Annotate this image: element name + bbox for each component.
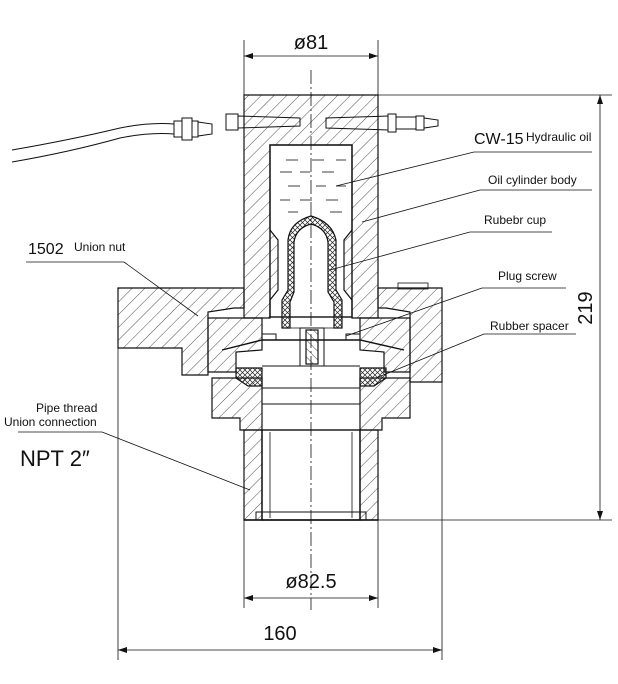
dimension-top-diameter: ø81	[243, 32, 379, 95]
callouts-left: 1502 Union nut Pipe thread Union connect…	[4, 240, 251, 491]
union-nut-label: Union nut	[74, 240, 126, 254]
hydraulic-oil-label: Hydraulic oil	[526, 130, 591, 144]
npt-label: NPT 2″	[20, 446, 90, 471]
overall-width-label: 160	[263, 623, 296, 645]
rubber-cup	[281, 215, 343, 329]
union-nut-code-label: 1502	[28, 241, 64, 258]
cable-connector	[11, 113, 439, 163]
plug-screw-label: Plug screw	[498, 269, 557, 283]
dimension-bottom-diameter: ø82.5	[243, 520, 379, 608]
rubber-cup-label: Rubebr cup	[484, 213, 546, 227]
rubber-spacer	[235, 367, 387, 387]
cw15-label: CW-15	[474, 131, 524, 148]
dimension-height: 219	[378, 94, 612, 521]
height-label: 219	[575, 291, 597, 324]
union-connection-label: Union connection	[4, 415, 97, 429]
dimension-overall-width: 160	[117, 348, 443, 660]
callouts-right: CW-15 Hydraulic oil Oil cylinder body Ru…	[329, 130, 592, 379]
rubber-spacer-label: Rubber spacer	[490, 319, 569, 333]
bottom-diameter-label: ø82.5	[285, 571, 336, 593]
oil-cylinder-body-label: Oil cylinder body	[488, 173, 577, 187]
top-diameter-label: ø81	[294, 32, 328, 54]
pipe-thread-label: Pipe thread	[36, 401, 97, 415]
